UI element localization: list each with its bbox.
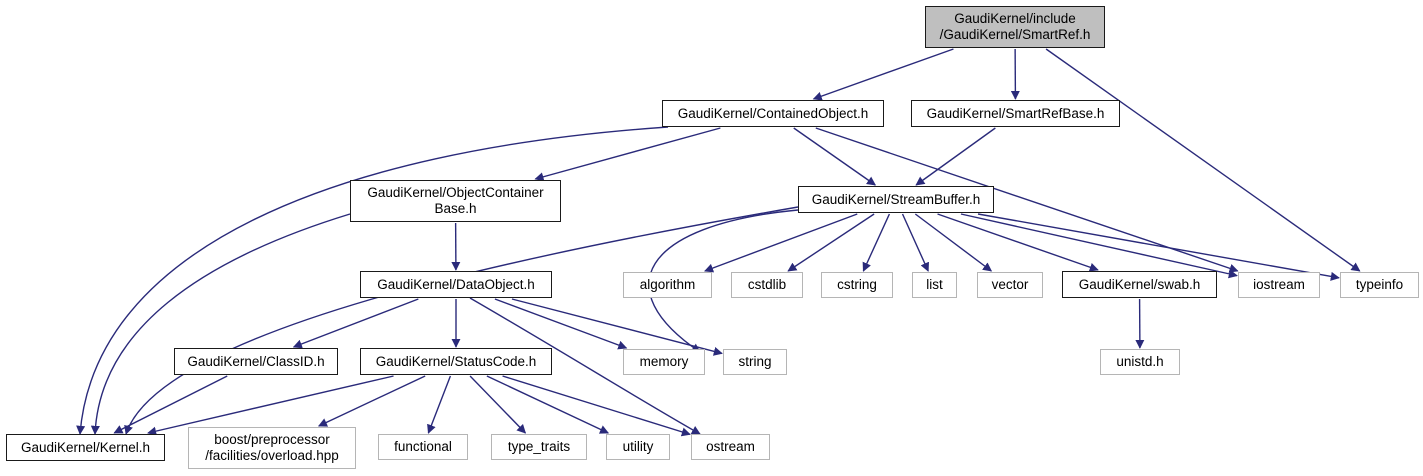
edge-contained-to-kernel <box>76 126 669 435</box>
node-label-streambuf: GaudiKernel/StreamBuffer.h <box>811 191 981 207</box>
edge-streambuf-to-vector <box>914 213 993 272</box>
edge-smartref-to-typeinfo <box>1045 48 1361 272</box>
edge-statuscode-to-kernel <box>147 375 394 436</box>
node-functional[interactable]: functional <box>378 434 468 460</box>
node-statuscode[interactable]: GaudiKernel/StatusCode.h <box>360 348 552 375</box>
node-label-typeinfo: typeinfo <box>1355 277 1404 293</box>
node-smartrefbase[interactable]: GaudiKernel/SmartRefBase.h <box>911 100 1120 127</box>
node-label-cstring: cstring <box>837 277 877 293</box>
node-classid[interactable]: GaudiKernel/ClassID.h <box>174 348 338 375</box>
edge-streambuf-to-swab <box>937 213 1099 272</box>
node-label-smartrefbase: GaudiKernel/SmartRefBase.h <box>926 105 1105 121</box>
node-label-boostoverload: boost/preprocessor/facilities/overload.h… <box>205 432 339 463</box>
edge-objcontbase-to-kernel <box>90 213 351 435</box>
node-smartref[interactable]: GaudiKernel/include/GaudiKernel/SmartRef… <box>925 6 1105 48</box>
node-typeinfo[interactable]: typeinfo <box>1340 272 1419 298</box>
node-vector[interactable]: vector <box>977 272 1043 298</box>
edge-statuscode-to-ostream <box>502 375 691 437</box>
node-list[interactable]: list <box>912 272 957 298</box>
node-contained[interactable]: GaudiKernel/ContainedObject.h <box>662 100 884 127</box>
node-memory[interactable]: memory <box>623 349 705 375</box>
node-label-vector: vector <box>991 277 1029 293</box>
edge-streambuf-to-algorithm <box>704 213 858 273</box>
node-boostoverload[interactable]: boost/preprocessor/facilities/overload.h… <box>188 427 356 469</box>
node-string[interactable]: string <box>723 349 787 375</box>
node-algorithm[interactable]: algorithm <box>623 272 712 298</box>
edge-classid-to-kernel <box>113 375 228 434</box>
node-typetraits[interactable]: type_traits <box>491 434 587 460</box>
edge-dataobject-to-memory <box>494 298 628 350</box>
node-label-utility: utility <box>622 439 654 455</box>
node-iostream[interactable]: iostream <box>1238 272 1320 298</box>
edge-streambuf-to-string <box>648 209 799 353</box>
edge-contained-to-objcontbase <box>534 127 721 182</box>
node-streambuf[interactable]: GaudiKernel/StreamBuffer.h <box>798 186 994 213</box>
node-label-typetraits: type_traits <box>507 439 571 455</box>
node-ostream[interactable]: ostream <box>691 434 770 460</box>
node-label-swab: GaudiKernel/swab.h <box>1078 276 1201 292</box>
edge-streambuf-to-cstring <box>862 213 891 272</box>
node-utility[interactable]: utility <box>606 434 670 460</box>
node-label-algorithm: algorithm <box>639 277 696 293</box>
node-label-statuscode: GaudiKernel/StatusCode.h <box>375 353 537 369</box>
edge-streambuf-to-typeinfo <box>977 213 1340 281</box>
node-label-list: list <box>926 277 943 293</box>
edge-streambuf-to-list <box>901 213 929 272</box>
edge-contained-to-streambuf <box>793 127 877 186</box>
node-label-functional: functional <box>394 439 452 455</box>
node-label-iostream: iostream <box>1253 277 1305 293</box>
node-label-dataobject: GaudiKernel/DataObject.h <box>377 276 535 292</box>
node-label-kernel: GaudiKernel/Kernel.h <box>20 439 151 455</box>
node-label-unistd: unistd.h <box>1116 354 1164 370</box>
edge-smartref-to-contained <box>812 48 954 101</box>
edge-streambuf-to-cstdlib <box>787 213 875 272</box>
node-kernel[interactable]: GaudiKernel/Kernel.h <box>6 434 165 461</box>
edge-statuscode-to-typetraits <box>469 375 527 434</box>
node-label-cstdlib: cstdlib <box>747 277 787 293</box>
node-label-classid: GaudiKernel/ClassID.h <box>187 353 325 369</box>
edge-dataobject-to-string <box>511 298 723 356</box>
node-label-contained: GaudiKernel/ContainedObject.h <box>677 105 869 121</box>
edge-streambuf-to-iostream <box>960 213 1238 279</box>
edge-smartrefbase-to-streambuf <box>915 127 996 186</box>
node-label-smartref: GaudiKernel/include/GaudiKernel/SmartRef… <box>939 11 1091 42</box>
edge-dataobject-to-classid <box>292 298 419 349</box>
edge-dataobject-to-ostream <box>469 297 701 435</box>
node-label-string: string <box>738 354 772 370</box>
edge-streambuf-to-kernel <box>124 206 799 435</box>
node-swab[interactable]: GaudiKernel/swab.h <box>1062 271 1217 298</box>
edge-statuscode-to-functional <box>427 375 452 434</box>
node-unistd[interactable]: unistd.h <box>1100 349 1180 375</box>
edge-statuscode-to-utility <box>486 375 610 434</box>
node-label-memory: memory <box>639 354 689 370</box>
node-dataobject[interactable]: GaudiKernel/DataObject.h <box>360 271 552 298</box>
node-label-ostream: ostream <box>706 439 755 455</box>
node-cstring[interactable]: cstring <box>821 272 893 298</box>
node-cstdlib[interactable]: cstdlib <box>731 272 803 298</box>
edge-statuscode-to-boostoverload <box>317 375 426 427</box>
